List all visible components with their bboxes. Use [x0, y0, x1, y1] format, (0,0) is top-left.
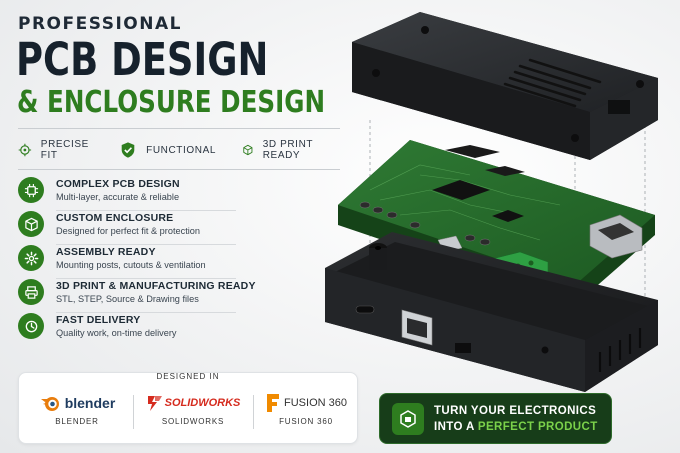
- feature-title: COMPLEX PCB DESIGN: [56, 178, 180, 190]
- feature-title: CUSTOM ENCLOSURE: [56, 212, 174, 224]
- title-enclosure-design: & ENCLOSURE DESIGN: [17, 85, 326, 120]
- feature-title: 3D PRINT & MANUFACTURING READY: [56, 280, 256, 292]
- feature-subtitle: Multi-layer, accurate & reliable: [56, 192, 180, 202]
- feature-item: CUSTOM ENCLOSURE Designed for perfect fit…: [18, 211, 348, 245]
- tool-solidworks: SOLIDWORKS SOLIDWORKS: [139, 391, 247, 435]
- enclosure-base: [325, 232, 658, 392]
- box-icon: [18, 211, 44, 237]
- divider: [253, 395, 254, 429]
- gear-icon: [18, 245, 44, 271]
- tool-blender: blender BLENDER: [27, 391, 127, 435]
- solidworks-logo-text: SOLIDWORKS: [164, 397, 241, 409]
- chip-box-icon: [392, 402, 424, 435]
- crosshair-icon: [18, 143, 32, 157]
- clock-icon: [18, 313, 44, 339]
- blender-logo-icon: blender: [39, 391, 116, 415]
- badge-precise-fit: PRECISE FIT: [18, 139, 93, 161]
- enclosure-lid: [352, 12, 658, 160]
- feature-divider: [56, 278, 236, 279]
- kicker-text: PROFESSIONAL: [18, 14, 182, 34]
- feature-item: 3D PRINT & MANUFACTURING READY STL, STEP,…: [18, 279, 348, 313]
- cta-banner[interactable]: TURN YOUR ELECTRONICS INTO A PERFECT PRO…: [379, 393, 612, 444]
- feature-divider: [56, 210, 236, 211]
- product-illustration: [325, 12, 658, 392]
- chip-icon: [18, 177, 44, 203]
- feature-item: COMPLEX PCB DESIGN Multi-layer, accurate …: [18, 177, 348, 211]
- cube-icon: [243, 144, 253, 156]
- badge-functional: FUNCTIONAL: [119, 141, 216, 159]
- feature-item: FAST DELIVERY Quality work, on-time deliv…: [18, 313, 348, 347]
- feature-subtitle: Quality work, on-time delivery: [56, 328, 177, 338]
- badge-row: PRECISE FIT FUNCTIONAL 3D PRINT READY: [18, 139, 348, 161]
- tool-fusion-360: FUSION 360 FUSION 360: [259, 391, 353, 435]
- solidworks-logo-icon: SOLIDWORKS: [146, 391, 241, 415]
- shield-check-icon: [121, 142, 135, 158]
- designed-in-caption: DESIGNED IN: [156, 372, 220, 381]
- feature-subtitle: Designed for perfect fit & protection: [56, 226, 201, 236]
- fusion-360-logo-icon: FUSION 360: [265, 391, 347, 415]
- feature-title: FAST DELIVERY: [56, 314, 141, 326]
- badge-label: FUNCTIONAL: [146, 144, 217, 156]
- cta-line2-prefix: INTO A: [434, 420, 478, 433]
- divider: [18, 169, 340, 170]
- cta-highlight: PERFECT PRODUCT: [477, 420, 598, 433]
- feature-subtitle: STL, STEP, Source & Drawing files: [56, 294, 199, 304]
- tool-name: SOLIDWORKS: [161, 417, 225, 426]
- designed-in-panel: DESIGNED IN blender BLENDER SOLIDWORKS S…: [18, 372, 358, 444]
- cta-line1: TURN YOUR ELECTRONICS: [434, 404, 597, 417]
- cta-text: TURN YOUR ELECTRONICS INTO A PERFECT PRO…: [434, 403, 598, 435]
- badge-3d-print-ready: 3D PRINT READY: [242, 139, 322, 161]
- fusion-360-logo-text: FUSION 360: [284, 397, 347, 409]
- title-pcb-design: PCB DESIGN: [16, 33, 269, 86]
- feature-divider: [56, 244, 236, 245]
- left-panel: PROFESSIONAL PCB DESIGN & ENCLOSURE DESI…: [16, 14, 348, 347]
- tool-name: BLENDER: [55, 417, 99, 426]
- feature-item: ASSEMBLY READY Mounting posts, cutouts & …: [18, 245, 348, 279]
- feature-divider: [56, 312, 236, 313]
- badge-label: PRECISE FIT: [40, 139, 89, 161]
- feature-list: COMPLEX PCB DESIGN Multi-layer, accurate …: [18, 177, 348, 347]
- divider: [18, 128, 340, 129]
- printer-icon: [18, 279, 44, 305]
- blender-logo-text: blender: [64, 395, 116, 411]
- feature-title: ASSEMBLY READY: [56, 246, 156, 258]
- feature-subtitle: Mounting posts, cutouts & ventilation: [56, 260, 206, 270]
- tool-name: FUSION 360: [279, 417, 333, 426]
- cta-line2: INTO A PERFECT PRODUCT: [434, 419, 598, 435]
- divider: [133, 395, 134, 429]
- badge-label: 3D PRINT READY: [262, 139, 313, 161]
